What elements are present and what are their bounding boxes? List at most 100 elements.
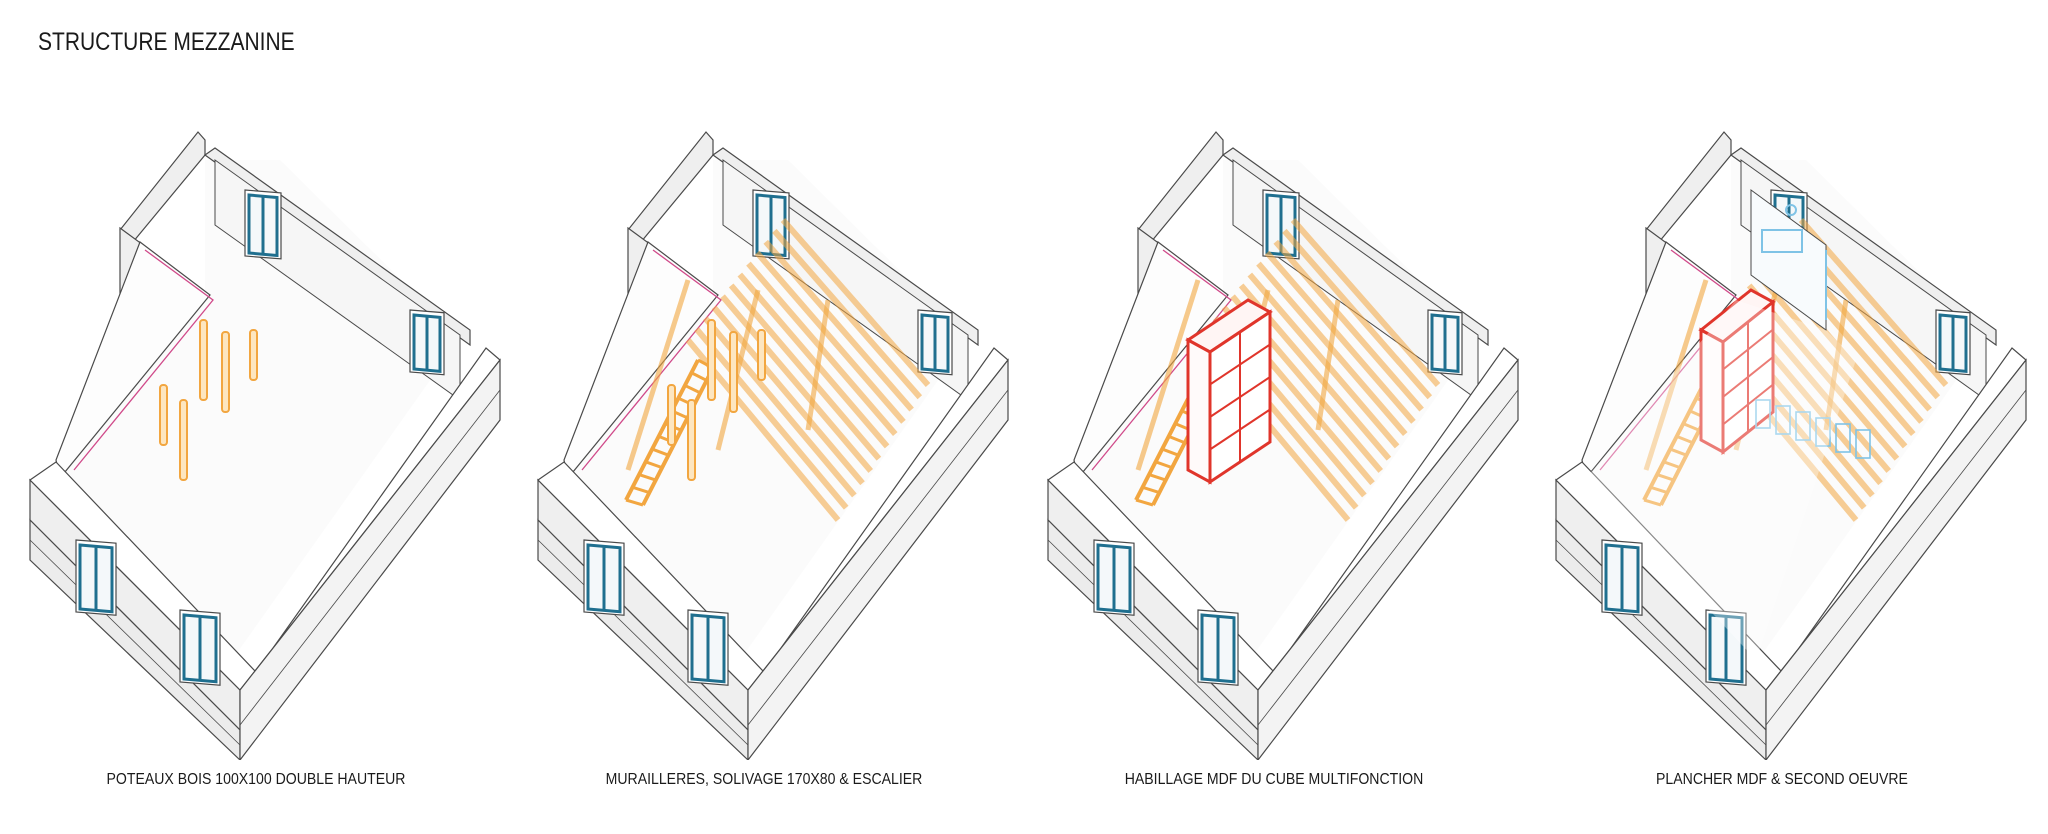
sink-icon xyxy=(1785,204,1797,216)
post xyxy=(667,384,676,446)
stair-step xyxy=(1148,473,1167,482)
beam xyxy=(1823,299,1849,431)
stair-step xyxy=(1663,460,1681,470)
right-wall-face xyxy=(747,358,1009,760)
back-wall-left-top xyxy=(1645,131,1732,250)
window-icon xyxy=(409,309,445,376)
stair-step xyxy=(1682,422,1700,432)
window-icon xyxy=(1935,309,1971,376)
axonometric-drawing-2 xyxy=(537,131,1009,760)
joist xyxy=(1247,272,1400,449)
stair-step xyxy=(638,473,657,482)
stair-step xyxy=(690,371,708,382)
beam xyxy=(1643,279,1709,471)
joist xyxy=(1755,272,1908,449)
beam xyxy=(625,279,691,471)
beam xyxy=(1315,299,1341,431)
joist xyxy=(737,272,890,449)
panel-1: POTEAUX BOIS 100X100 DOUBLE HAUTEUR xyxy=(0,0,512,834)
window-icon xyxy=(1601,539,1643,616)
railing-panel xyxy=(1815,417,1831,447)
mezzanine-floor xyxy=(1586,300,1856,660)
joist xyxy=(728,283,882,461)
railing-panel xyxy=(1855,429,1871,459)
post xyxy=(729,331,738,413)
beam xyxy=(805,299,831,431)
stair-step xyxy=(1676,434,1694,445)
stair-step xyxy=(1155,460,1173,470)
panel-caption: PLANCHER MDF & SECOND OEUVRE xyxy=(1656,771,1908,788)
panel-caption: HABILLAGE MDF DU CUBE MULTIFONCTION xyxy=(1124,771,1424,788)
cube-side xyxy=(1186,337,1212,485)
stair-step xyxy=(645,460,663,470)
post xyxy=(249,329,258,381)
bathroom-wall xyxy=(1750,189,1827,331)
right-wall-seam xyxy=(747,389,1009,726)
posts xyxy=(667,319,766,481)
posts xyxy=(159,319,258,481)
panel-caption: MURAILLERES, SOLIVAGE 170X80 & ESCALIER xyxy=(605,771,923,788)
joist xyxy=(780,218,931,387)
page-title: STRUCTURE MEZZANINE xyxy=(38,28,295,56)
window-icon xyxy=(583,539,625,616)
panel-2: MURAILLERES, SOLIVAGE 170X80 & ESCALIER xyxy=(508,0,1020,834)
railing-panel xyxy=(1795,411,1811,441)
stair-step xyxy=(1669,447,1687,457)
stair-step xyxy=(1643,498,1662,507)
room-model xyxy=(29,131,501,760)
stair-step xyxy=(625,498,644,507)
beam xyxy=(1135,279,1201,471)
room-model xyxy=(1047,131,1519,760)
post xyxy=(687,399,696,481)
stair-step xyxy=(684,384,701,395)
stair-step xyxy=(632,485,650,494)
joist xyxy=(1273,239,1424,412)
railing-panel xyxy=(1755,399,1771,429)
post xyxy=(179,399,188,481)
joist xyxy=(763,239,914,412)
front-wall-seam xyxy=(1047,539,1259,746)
stair-step xyxy=(1135,498,1154,507)
room-model xyxy=(537,131,1009,760)
wall-line xyxy=(1091,249,1232,471)
right-wall-seam xyxy=(1257,389,1519,726)
window-icon xyxy=(917,309,953,376)
window-icon xyxy=(244,189,282,260)
window-icon xyxy=(179,609,221,686)
stair-step xyxy=(651,447,669,457)
window-icon xyxy=(687,609,729,686)
stair-step xyxy=(1168,434,1186,445)
back-wall-left-top xyxy=(627,131,714,250)
panel-3: HABILLAGE MDF DU CUBE MULTIFONCTION xyxy=(1018,0,1530,834)
post xyxy=(199,319,208,401)
axonometric-drawing-1 xyxy=(29,131,501,760)
window-icon xyxy=(1705,609,1747,686)
joist xyxy=(694,327,849,510)
wall-line xyxy=(581,249,722,471)
right-wall-face xyxy=(1257,358,1519,760)
back-wall-left-top xyxy=(119,131,206,250)
joist xyxy=(772,228,923,400)
window-icon xyxy=(1093,539,1135,616)
post xyxy=(757,329,766,381)
back-wall-left-top xyxy=(1137,131,1224,250)
room-model xyxy=(1555,131,2027,760)
panel-4: PLANCHER MDF & SECOND OEUVRE xyxy=(1526,0,2038,834)
axonometric-drawing-3 xyxy=(1047,131,1519,760)
multifunction-cube xyxy=(1185,298,1273,485)
right-wall-seam xyxy=(1765,389,2027,726)
axonometric-drawing-4 xyxy=(1555,131,2027,760)
railing-panel xyxy=(1775,405,1791,435)
window-icon xyxy=(1427,309,1463,376)
front-wall-seam xyxy=(537,539,749,746)
stair-step xyxy=(1161,447,1179,457)
joist xyxy=(1282,228,1433,400)
stair-step xyxy=(1142,485,1160,494)
front-wall-seam xyxy=(1555,539,1767,746)
joist xyxy=(1290,218,1441,387)
stair-step xyxy=(1656,473,1675,482)
joist xyxy=(1264,250,1416,424)
glass-railing xyxy=(1755,399,1871,459)
wall-line xyxy=(73,249,214,471)
